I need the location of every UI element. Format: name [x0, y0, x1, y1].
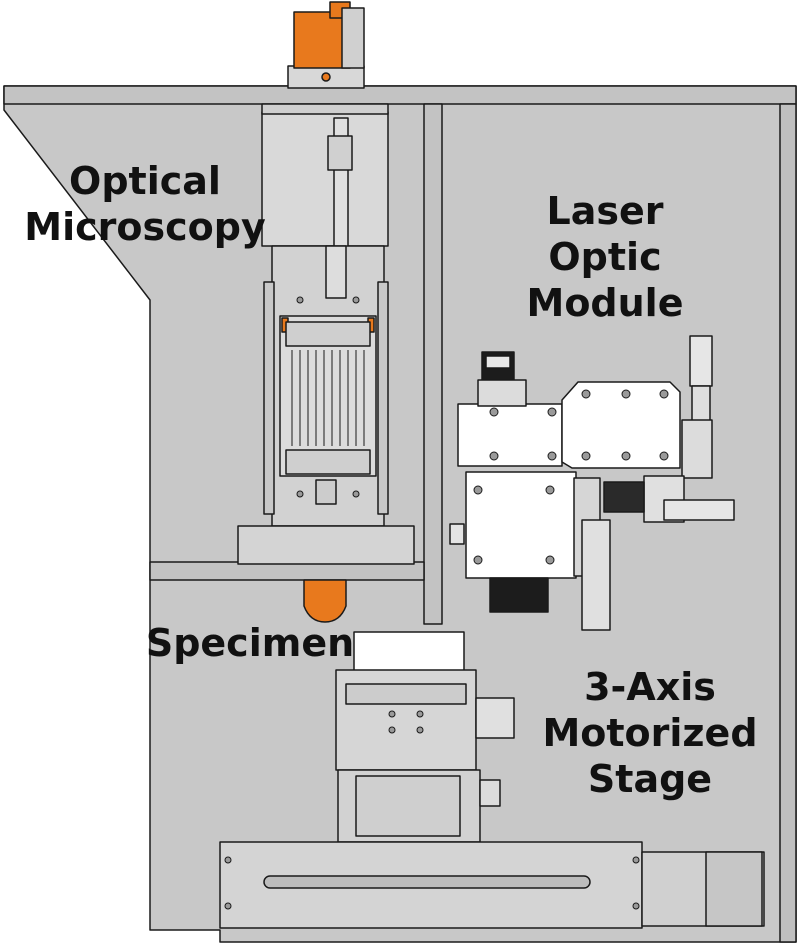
stage-upper-plate — [345, 683, 467, 705]
top-orange-connector — [293, 11, 351, 69]
label-stage-line1: 3-Axis — [584, 665, 716, 709]
stage-side-connector — [475, 697, 515, 739]
microscope-connector — [325, 245, 347, 299]
top-bolt — [321, 72, 331, 82]
label-laser-optic-module: Laser Optic Module — [500, 188, 710, 326]
label-laser-line1: Laser — [546, 189, 664, 233]
label-stage-line3: Stage — [587, 757, 713, 801]
laser-fitting-lower — [581, 519, 611, 631]
laser-side-block — [561, 381, 681, 469]
microscope-rail-right — [377, 281, 389, 515]
microscope-slot — [315, 479, 337, 505]
laser-connector-cap — [485, 355, 511, 369]
camera-bottom-plate — [285, 449, 371, 475]
right-wall — [779, 103, 797, 943]
label-stage-line2: Motorized — [542, 711, 758, 755]
microscope-rod-knob — [327, 135, 353, 171]
label-laser-line3: Module — [526, 281, 684, 325]
stage-side-pin — [479, 779, 501, 807]
bolts — [224, 296, 669, 910]
label-optical-microscopy: Optical Microscopy — [20, 158, 270, 250]
top-gray-post — [341, 7, 365, 69]
laser-upper-block — [457, 403, 563, 467]
objective-lens — [303, 579, 347, 623]
label-3-axis-motorized-stage: 3-Axis Motorized Stage — [530, 664, 770, 802]
stage-base-slot — [263, 875, 591, 889]
laser-lens-black — [489, 577, 549, 613]
stage-motor-inner — [705, 851, 763, 927]
laser-fitting-tube — [663, 499, 735, 521]
camera-top-plate — [285, 321, 371, 347]
laser-fitting-right-block — [681, 419, 713, 479]
specimen-holder — [353, 631, 465, 673]
laser-connector-base — [477, 379, 527, 407]
microscope-base-plate — [237, 525, 415, 565]
top-rail — [3, 85, 797, 105]
laser-fitting-black — [603, 481, 645, 513]
laser-lower-block — [465, 471, 577, 579]
microscope-upper-cap — [261, 103, 389, 115]
microscope-rail-left — [263, 281, 275, 515]
center-column — [423, 103, 443, 625]
microscope-upper-block — [261, 111, 389, 247]
label-optical-line1: Optical — [69, 159, 221, 203]
label-laser-line2: Optic — [548, 235, 662, 279]
label-specimen: Specimen — [145, 621, 355, 665]
camera-heatsink — [291, 350, 365, 446]
laser-mount-small — [449, 523, 465, 545]
laser-fitting-top — [689, 335, 713, 387]
laser-fitting-top-cap — [691, 385, 711, 423]
stage-middle-inset — [355, 775, 461, 837]
label-optical-line2: Microscopy — [24, 205, 266, 249]
